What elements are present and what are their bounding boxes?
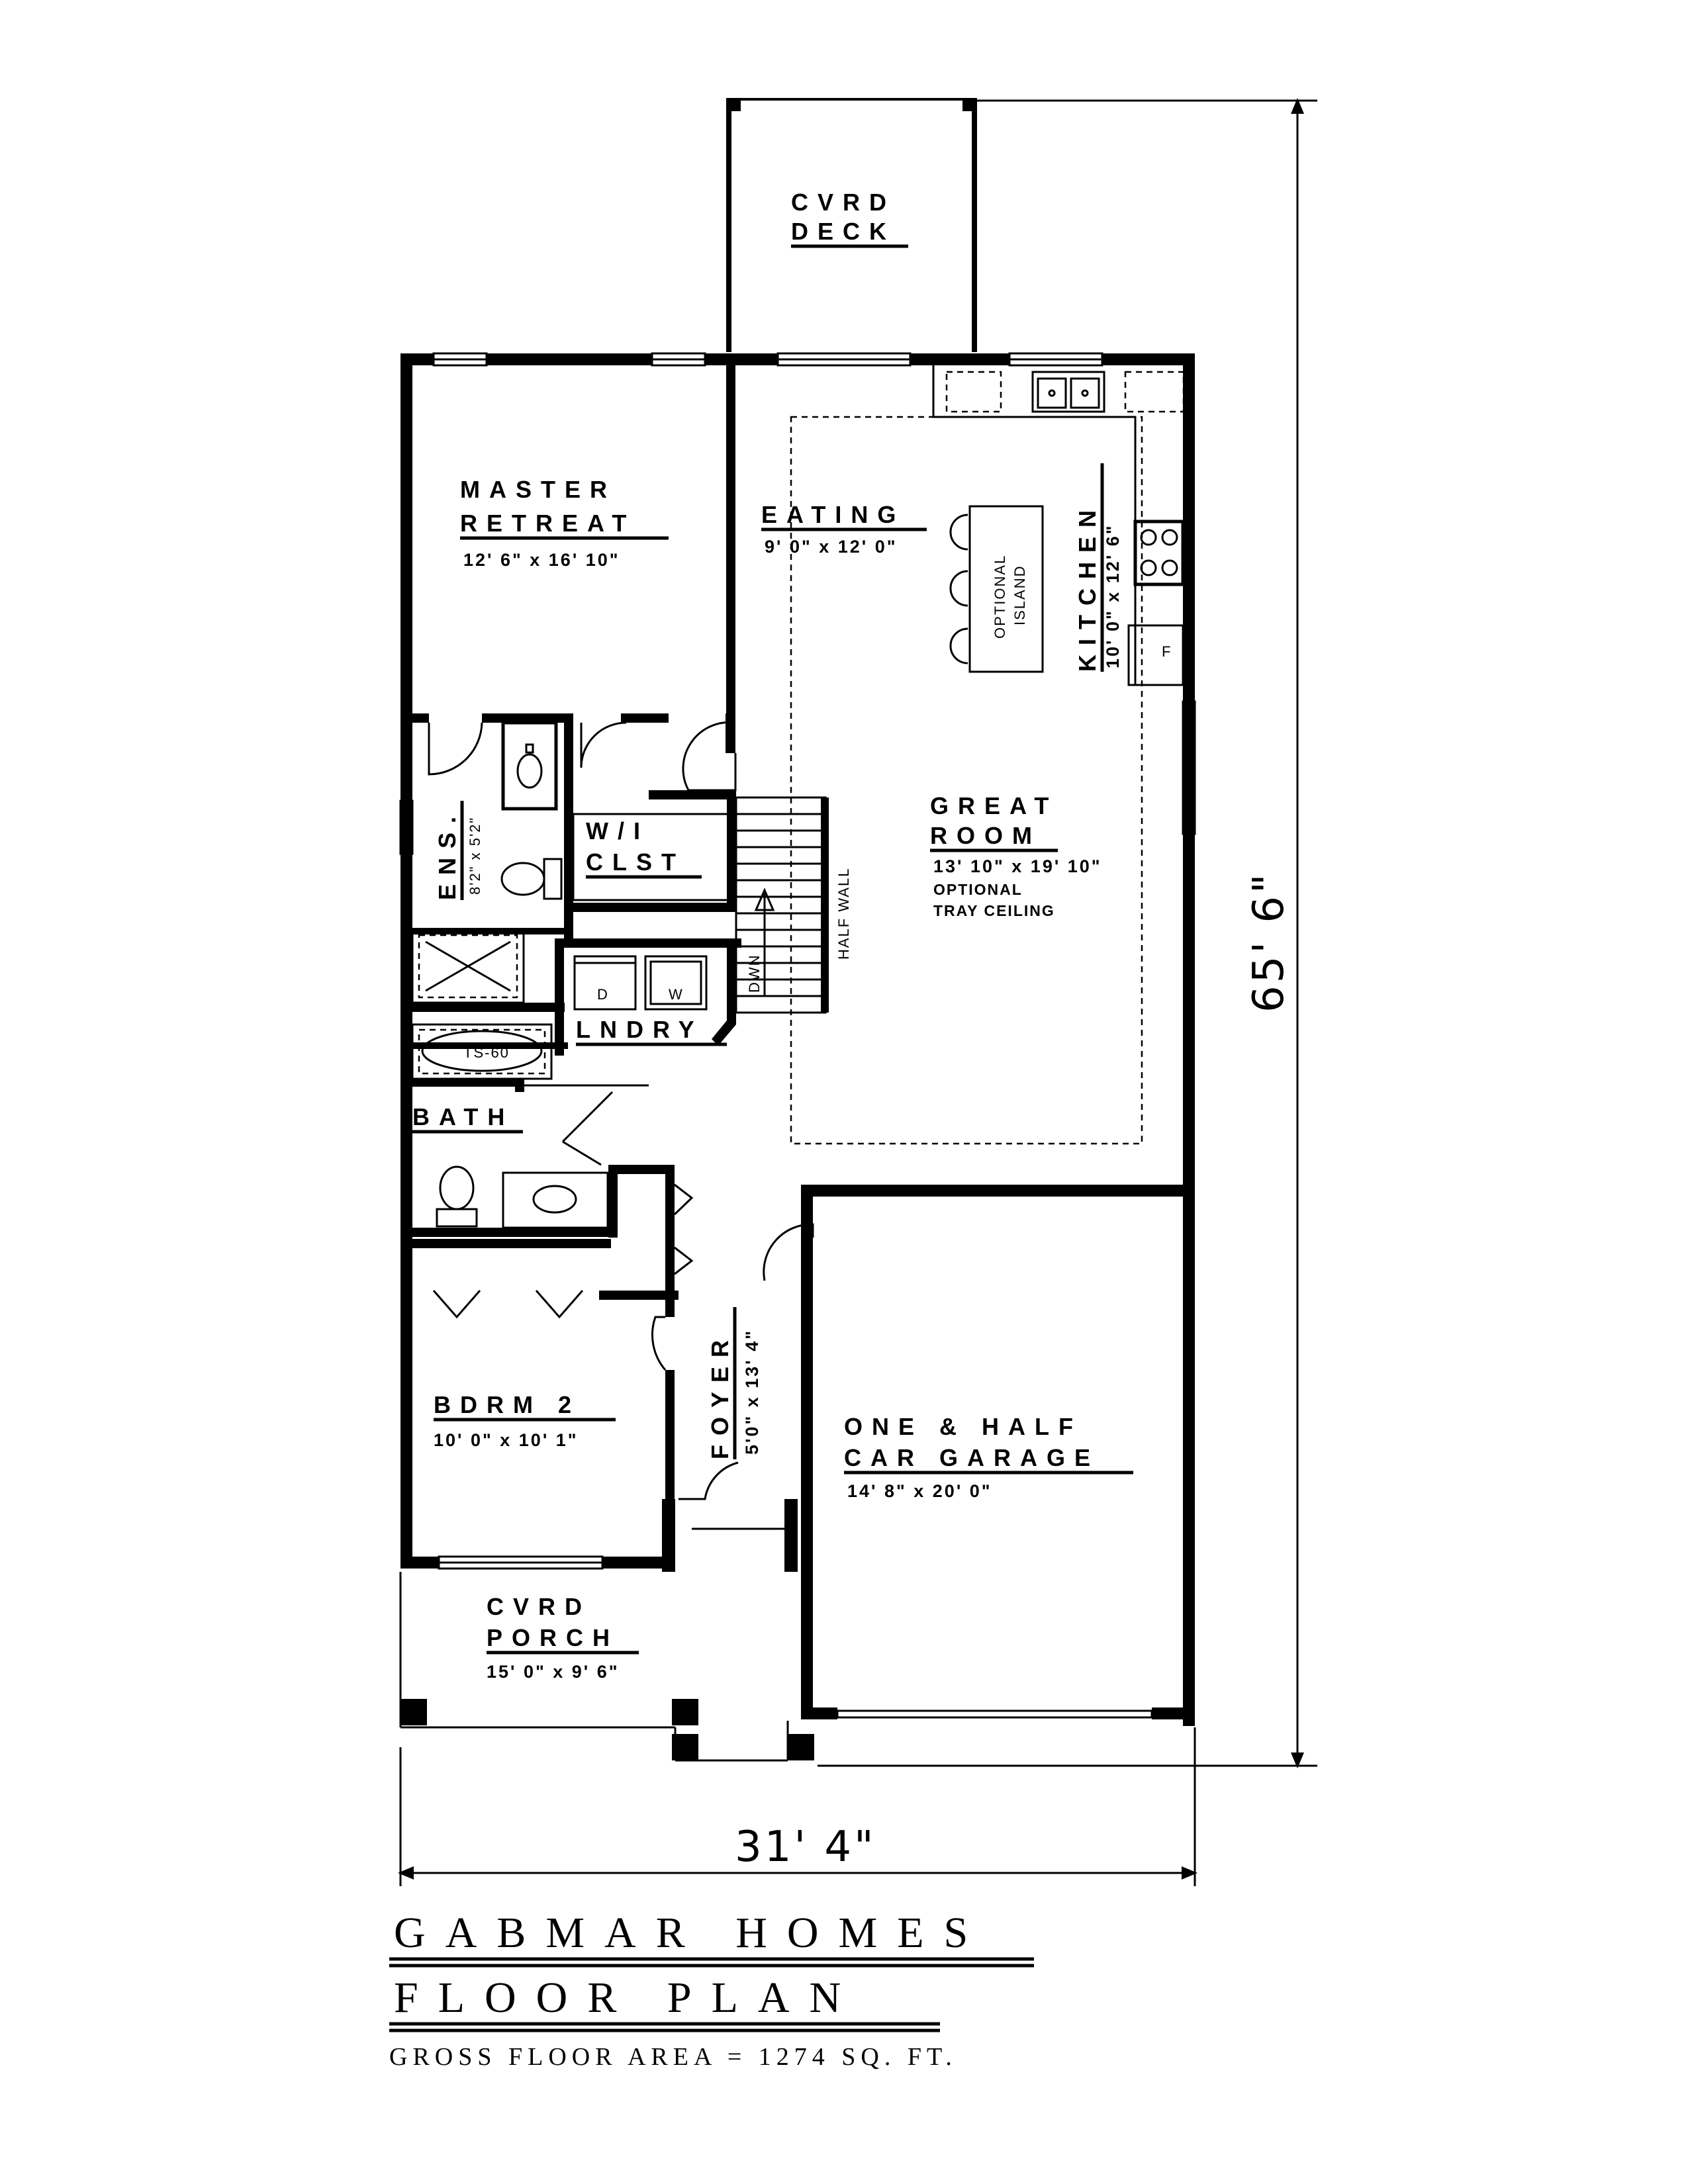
great-dims: 13' 10" x 19' 10": [933, 856, 1102, 876]
optional-island: [949, 505, 1044, 673]
deck-label-1: CVRD: [791, 189, 896, 216]
dryer: [573, 955, 637, 1011]
bdrm2-closet-door-2[interactable]: [535, 1290, 584, 1319]
master-dims: 12' 6" x 16' 10": [463, 550, 620, 570]
washer-label: W: [669, 986, 684, 1003]
laundry-label: LNDRY: [576, 1016, 704, 1043]
wic-door[interactable]: [580, 721, 627, 768]
linen-closets: [665, 1165, 694, 1304]
laundry-walls: [555, 938, 741, 1048]
deck-label-2: DECK: [791, 218, 896, 245]
garage-dims: 14' 8" x 20' 0": [847, 1481, 992, 1501]
great-label-1: GREAT: [930, 792, 1058, 819]
gross-floor-area: GROSS FLOOR AREA = 1274 SQ. FT.: [389, 2043, 957, 2071]
fridge-label: F: [1162, 643, 1172, 660]
ensuite-toilet: [500, 858, 563, 900]
bath-toilet: [436, 1165, 478, 1228]
wic-label-2: CLST: [586, 848, 685, 876]
wic-label-1: W/I: [586, 817, 649, 844]
ensuite-label: ENS.: [434, 807, 461, 900]
shower-stall: [411, 928, 565, 1012]
island-label-2: ISLAND: [1011, 565, 1028, 625]
bath-label: BATH: [412, 1103, 514, 1130]
island-label-1: OPTIONAL: [992, 555, 1008, 639]
half-wall-label: HALF WALL: [835, 868, 852, 960]
kitchen-counter: [932, 365, 1185, 686]
master-label-1: MASTER: [460, 476, 616, 503]
depth-dimension-line: [818, 98, 1317, 1768]
bdrm2-dims: 10' 0" x 10' 1": [434, 1430, 579, 1450]
eating-label: EATING: [761, 501, 905, 528]
bdrm2-door[interactable]: [651, 1316, 667, 1371]
overall-width: 31' 4": [735, 1823, 876, 1872]
stairs-down-label: DWN: [746, 954, 763, 993]
great-label-2: ROOM: [930, 822, 1041, 849]
master-walls: [412, 365, 736, 938]
dryer-label: D: [597, 986, 609, 1003]
bdrm2-closet-door-1[interactable]: [432, 1290, 481, 1319]
covered-deck: [726, 98, 977, 352]
ensuite-vanity: [501, 721, 558, 811]
overall-depth: 65' 6": [1244, 871, 1293, 1013]
bdrm2-label: BDRM 2: [434, 1391, 581, 1418]
porch-label-1: CVRD: [487, 1593, 591, 1620]
stairs: [735, 796, 829, 1014]
range: [1133, 520, 1185, 586]
porch-dims: 15' 0" x 9' 6": [487, 1662, 620, 1682]
bath-vanity: [502, 1171, 609, 1229]
kitchen-dims: 10' 0" x 12' 6": [1103, 523, 1123, 668]
front-door[interactable]: [679, 1461, 739, 1500]
ensuite-door[interactable]: [428, 722, 483, 776]
foyer-label: FOYER: [706, 1331, 733, 1459]
garage-label-1: ONE & HALF: [844, 1413, 1082, 1440]
garage-walls: [801, 1197, 1195, 1719]
great-note-2: TRAY CEILING: [933, 902, 1055, 919]
bathtub: [411, 1023, 553, 1080]
foyer-dims: 5'0" x 13' 4": [742, 1329, 762, 1455]
eating-dims: 9' 0" x 12' 0": [765, 537, 898, 557]
wic-walls: [572, 813, 736, 912]
kitchen-label: KITCHEN: [1074, 501, 1101, 672]
porch-label-2: PORCH: [487, 1624, 619, 1651]
fridge: [1127, 624, 1184, 686]
bath-door[interactable]: [561, 1091, 614, 1166]
plan-title: FLOOR PLAN: [394, 1974, 861, 2022]
washer: [644, 955, 708, 1011]
ensuite-dims: 8'2" x 5'2": [467, 817, 483, 895]
great-note-1: OPTIONAL: [933, 881, 1023, 898]
garage-label-2: CAR GARAGE: [844, 1444, 1100, 1471]
master-door[interactable]: [682, 721, 737, 792]
width-dimension-line: [398, 1727, 1197, 1886]
top-windows: [399, 352, 1196, 855]
master-label-2: RETREAT: [460, 510, 635, 537]
bath-walls: [412, 1042, 675, 1238]
porch-outline: [399, 1572, 814, 1762]
tub-label: TS-60: [463, 1044, 510, 1061]
company-title: GABMAR HOMES: [394, 1909, 988, 1957]
